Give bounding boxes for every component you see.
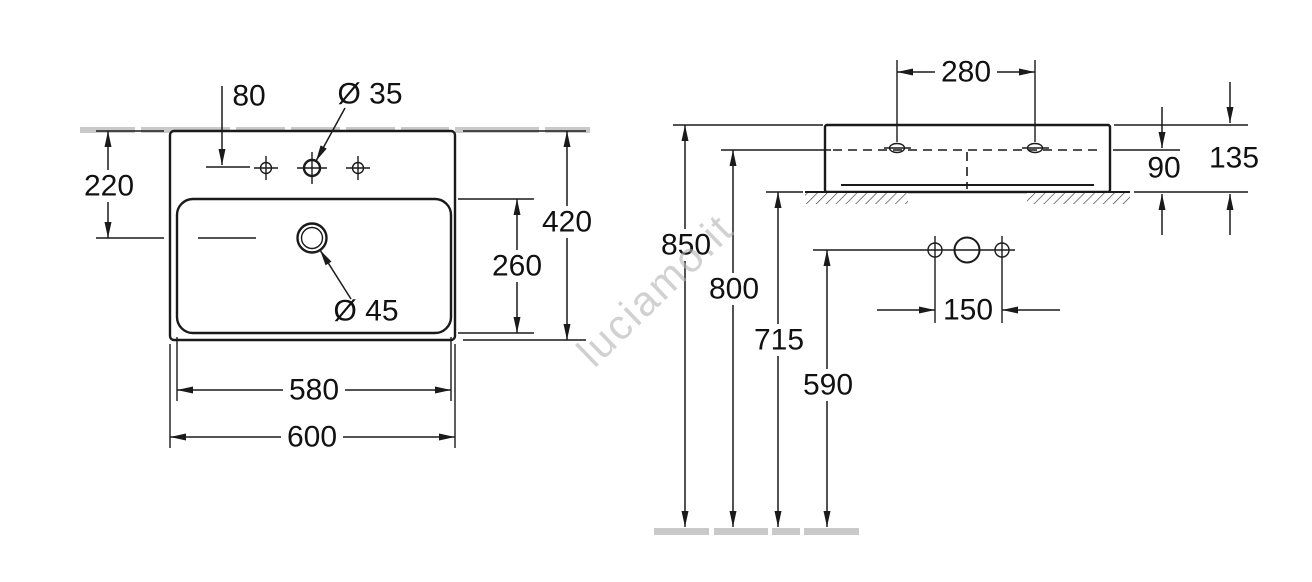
drain-top [296,222,328,254]
front-view-extension-lines [673,60,1248,323]
dim-45-leader [319,249,352,300]
dim-580-label: 580 [289,374,339,407]
dim-220-gap [78,170,140,202]
dim-600-label: 600 [287,421,337,454]
basin-outer-outline [168,129,457,342]
dim-580-gap [283,374,345,406]
drain-outer-circle [296,222,328,254]
dim-35-label: Ø 35 [337,78,402,111]
dim-260-label: 260 [492,250,542,283]
floor-tile [804,528,859,535]
dim-590-gap [797,369,859,401]
floor-tile-strip [654,528,859,535]
dim-135-label: 135 [1209,142,1259,175]
dim-850-gap [655,229,717,261]
dim-220-label: 220 [84,170,134,203]
front-view: 280 90 135 850 800 715 590 150 [654,56,1259,535]
floor-tile [654,528,709,535]
wall-tile [545,127,590,133]
dim-800-gap [703,273,765,305]
dim-420-gap [536,206,598,238]
dim-90-label: 90 [1147,152,1180,185]
dim-590-label: 590 [803,369,853,402]
dim-260-gap [486,250,548,282]
dim-715-gap [748,324,810,356]
wall-tile [455,127,539,133]
basin-hidden-edges [833,149,1101,189]
wall-hatch-left [805,193,908,204]
wall-tile [80,127,135,133]
dim-800-label: 800 [709,273,759,306]
dim-850-label: 850 [661,229,711,262]
floor-tile [772,528,800,535]
dim-420-label: 420 [542,206,592,239]
dim-715-label: 715 [754,324,804,357]
dim-45-label: Ø 45 [333,295,398,328]
drain-inner-circle [300,226,324,250]
dim-280-label: 280 [941,56,991,89]
dim-80-label: 80 [232,80,265,113]
basin-inner-bowl-outline [175,197,453,335]
top-view-extension-lines [96,130,586,448]
floor-tile [714,528,768,535]
top-view: 80 Ø 35 220 420 260 Ø 45 580 600 [78,78,598,454]
wall-hatch-right [1027,193,1130,204]
dim-600-gap [281,421,343,453]
dim-280-gap [935,56,997,88]
dim-35-leader [315,107,346,162]
dim-150-label: 150 [943,294,993,327]
